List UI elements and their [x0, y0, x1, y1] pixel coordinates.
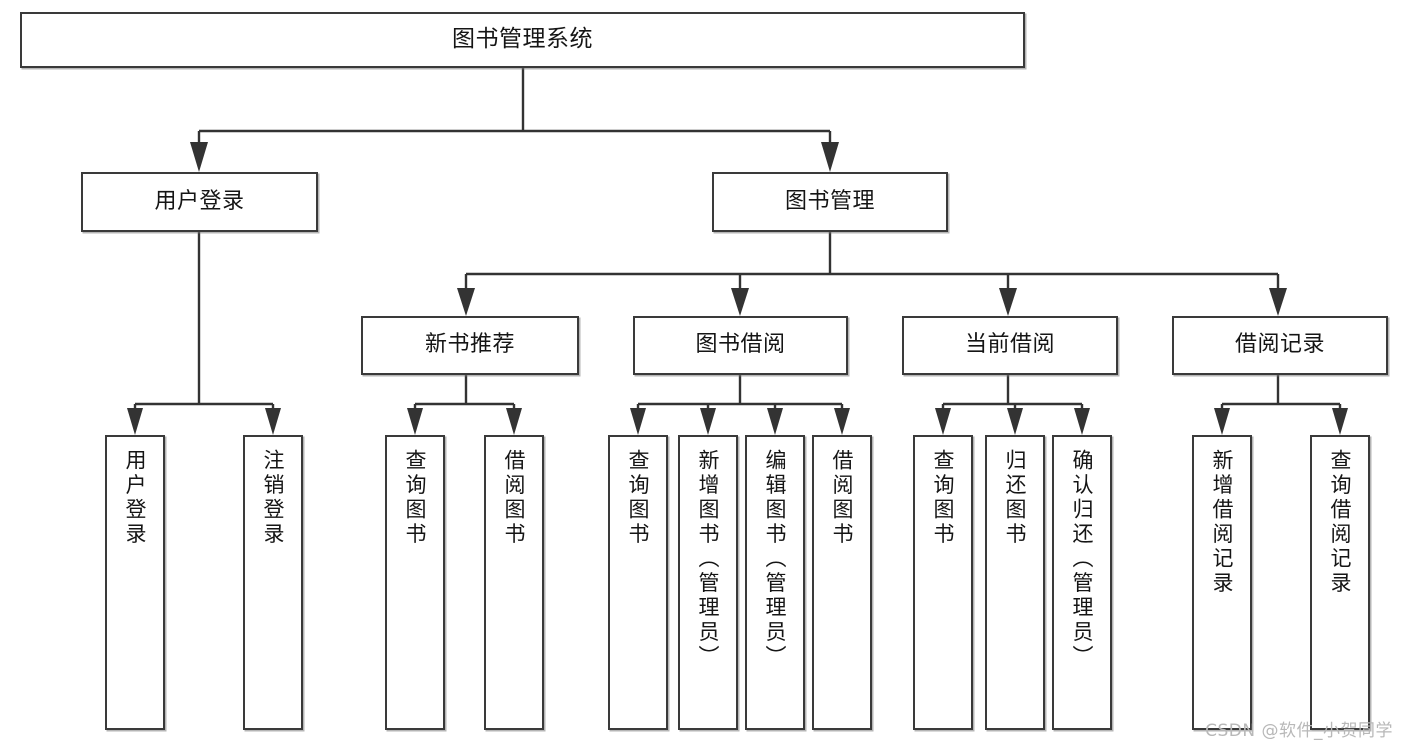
node-leaf-user-login[interactable]: 用户登录 — [105, 435, 165, 730]
arrow-leaf-query-book-2 — [630, 408, 646, 435]
arrow-leaf-edit-book — [767, 408, 783, 435]
node-leaf-add-book-label: 新增图书（管理员） — [696, 449, 721, 670]
node-borrow-record[interactable]: 借阅记录 — [1172, 316, 1388, 375]
node-leaf-user-login-label: 用户登录 — [123, 449, 148, 547]
node-leaf-query-book-2-label: 查询图书 — [626, 449, 651, 547]
arrow-leaf-user-logout — [265, 408, 281, 435]
node-current-borrow[interactable]: 当前借阅 — [902, 316, 1118, 375]
node-leaf-borrow-book-2[interactable]: 借阅图书 — [812, 435, 872, 730]
node-root-label: 图书管理系统 — [452, 26, 593, 53]
node-leaf-confirm-return-label: 确认归还（管理员） — [1070, 449, 1095, 670]
node-leaf-return-book-label: 归还图书 — [1003, 449, 1028, 547]
node-user-login-label: 用户登录 — [154, 188, 245, 214]
node-leaf-query-book-2[interactable]: 查询图书 — [608, 435, 668, 730]
node-leaf-user-logout-label: 注销登录 — [261, 449, 286, 547]
arrow-to-book-borrow — [731, 288, 749, 316]
arrow-to-book-manage — [821, 142, 839, 172]
node-new-book-rec[interactable]: 新书推荐 — [361, 316, 579, 375]
node-leaf-return-book[interactable]: 归还图书 — [985, 435, 1045, 730]
node-leaf-confirm-return[interactable]: 确认归还（管理员） — [1052, 435, 1112, 730]
node-user-login[interactable]: 用户登录 — [81, 172, 318, 232]
node-leaf-query-record-label: 查询借阅记录 — [1328, 449, 1353, 596]
node-leaf-query-book-1-label: 查询图书 — [403, 449, 428, 547]
arrow-to-new-book-rec — [457, 288, 475, 316]
arrow-leaf-query-record — [1332, 408, 1348, 435]
node-leaf-add-book[interactable]: 新增图书（管理员） — [678, 435, 738, 730]
node-leaf-query-book-1[interactable]: 查询图书 — [385, 435, 445, 730]
arrow-leaf-add-record — [1214, 408, 1230, 435]
node-leaf-borrow-book-2-label: 借阅图书 — [830, 449, 855, 547]
arrow-to-user-login — [190, 142, 208, 172]
arrow-leaf-confirm-return — [1074, 408, 1090, 435]
arrow-leaf-borrow-book-2 — [834, 408, 850, 435]
arrow-to-current-borrow — [999, 288, 1017, 316]
arrow-leaf-query-book-1 — [407, 408, 423, 435]
node-leaf-user-logout[interactable]: 注销登录 — [243, 435, 303, 730]
node-current-borrow-label: 当前借阅 — [964, 332, 1055, 358]
node-book-manage-label: 图书管理 — [784, 188, 875, 214]
node-book-borrow[interactable]: 图书借阅 — [633, 316, 848, 375]
arrow-leaf-add-book — [700, 408, 716, 435]
node-leaf-borrow-book-1[interactable]: 借阅图书 — [484, 435, 544, 730]
arrow-to-borrow-record — [1269, 288, 1287, 316]
node-leaf-add-record[interactable]: 新增借阅记录 — [1192, 435, 1252, 730]
arrow-leaf-borrow-book-1 — [506, 408, 522, 435]
node-leaf-query-book-3-label: 查询图书 — [931, 449, 956, 547]
node-root[interactable]: 图书管理系统 — [20, 12, 1025, 68]
node-book-borrow-label: 图书借阅 — [695, 332, 786, 358]
node-book-manage[interactable]: 图书管理 — [712, 172, 948, 232]
node-leaf-edit-book[interactable]: 编辑图书（管理员） — [745, 435, 805, 730]
node-leaf-add-record-label: 新增借阅记录 — [1210, 449, 1235, 596]
node-leaf-query-book-3[interactable]: 查询图书 — [913, 435, 973, 730]
node-borrow-record-label: 借阅记录 — [1234, 332, 1325, 358]
node-leaf-borrow-book-1-label: 借阅图书 — [502, 449, 527, 547]
arrow-leaf-query-book-3 — [935, 408, 951, 435]
node-new-book-rec-label: 新书推荐 — [424, 332, 515, 358]
node-leaf-edit-book-label: 编辑图书（管理员） — [763, 449, 788, 670]
arrow-leaf-return-book — [1007, 408, 1023, 435]
node-leaf-query-record[interactable]: 查询借阅记录 — [1310, 435, 1370, 730]
csdn-watermark: CSDN @软件_小贺同学 — [1205, 721, 1393, 741]
arrow-leaf-user-login — [127, 408, 143, 435]
